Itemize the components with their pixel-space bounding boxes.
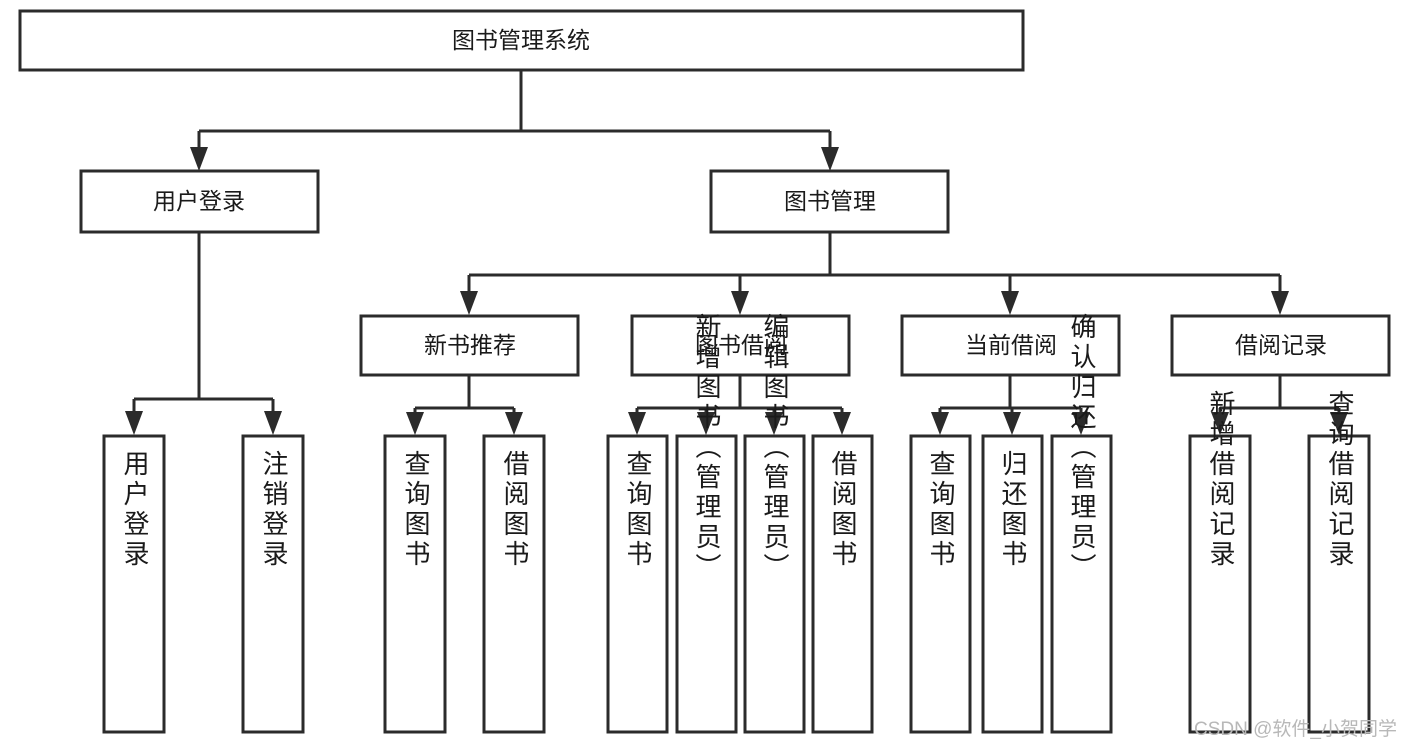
- node-borrow-record-box[interactable]: [1170, 314, 1391, 377]
- node-leaf-borrow-book-1-box[interactable]: [482, 434, 546, 734]
- arrow-head-leaf-query-book-2: [628, 412, 646, 435]
- connector-group-borrow-record: [1211, 375, 1348, 435]
- connector-group-book-borrow: [628, 375, 851, 435]
- node-leaf-borrow-book-2[interactable]: 借阅图书: [811, 434, 874, 734]
- connector-group-user-login: [125, 232, 282, 435]
- node-new-book-rec-box[interactable]: [359, 314, 580, 377]
- arrow-head-leaf-query-record: [1330, 412, 1348, 435]
- node-leaf-add-book-label: 新增图书（管理员）: [692, 313, 722, 583]
- node-leaf-logout[interactable]: 注销登录: [241, 434, 305, 734]
- node-leaf-query-book-3-label: 查询图书: [926, 450, 956, 570]
- node-user-login-box[interactable]: [79, 169, 320, 234]
- node-leaf-add-book-box[interactable]: [675, 434, 738, 734]
- node-book-borrow-box[interactable]: [630, 314, 851, 377]
- node-leaf-logout-box[interactable]: [241, 434, 305, 734]
- node-root[interactable]: 图书管理系统: [18, 9, 1025, 72]
- node-book-manage-label: 图书管理: [784, 188, 876, 214]
- arrow-head-leaf-add-record: [1211, 412, 1229, 435]
- arrow-head-leaf-borrow-book-1: [505, 412, 523, 435]
- node-leaf-add-record[interactable]: 新增借阅记录: [1188, 390, 1252, 734]
- node-borrow-record[interactable]: 借阅记录: [1170, 314, 1391, 377]
- node-leaf-edit-book[interactable]: 编辑图书（管理员）: [743, 313, 806, 734]
- node-new-book-rec[interactable]: 新书推荐: [359, 314, 580, 377]
- node-leaf-confirm-return-box[interactable]: [1050, 434, 1113, 734]
- connector-group-new-book-rec: [406, 375, 523, 435]
- node-leaf-query-book-1-label: 查询图书: [401, 450, 431, 570]
- node-root-label: 图书管理系统: [452, 27, 590, 53]
- arrow-head-leaf-return-book: [1003, 412, 1021, 435]
- node-leaf-add-record-label: 新增借阅记录: [1206, 390, 1236, 570]
- node-new-book-rec-label: 新书推荐: [424, 332, 516, 358]
- node-leaf-user-login-box[interactable]: [102, 434, 166, 734]
- node-book-borrow[interactable]: 图书借阅: [630, 314, 851, 377]
- node-book-borrow-label: 图书借阅: [695, 332, 787, 358]
- node-leaf-query-record[interactable]: 查询借阅记录: [1307, 390, 1371, 734]
- node-leaf-query-record-label: 查询借阅记录: [1325, 390, 1355, 570]
- arrow-head-borrow-record: [1271, 291, 1289, 315]
- arrow-head-leaf-query-book-1: [406, 412, 424, 435]
- node-user-login[interactable]: 用户登录: [79, 169, 320, 234]
- node-leaf-query-book-2-label: 查询图书: [623, 450, 653, 570]
- node-leaf-query-book-3-box[interactable]: [909, 434, 972, 734]
- node-current-borrow-label: 当前借阅: [965, 332, 1057, 358]
- arrow-head-leaf-edit-book: [765, 412, 783, 435]
- arrow-head-leaf-borrow-book-2: [833, 412, 851, 435]
- node-user-login-label: 用户登录: [153, 188, 245, 214]
- node-leaf-borrow-book-2-label: 借阅图书: [828, 450, 858, 570]
- node-leaf-borrow-book-2-box[interactable]: [811, 434, 874, 734]
- connector-group-current-borrow: [931, 375, 1090, 435]
- node-leaf-return-book-label: 归还图书: [998, 450, 1028, 570]
- node-leaf-borrow-book-1[interactable]: 借阅图书: [482, 434, 546, 734]
- node-root-box[interactable]: [18, 9, 1025, 72]
- node-current-borrow[interactable]: 当前借阅: [900, 314, 1121, 377]
- node-leaf-return-book-box[interactable]: [981, 434, 1044, 734]
- node-book-manage[interactable]: 图书管理: [709, 169, 950, 234]
- node-leaf-edit-book-box[interactable]: [743, 434, 806, 734]
- node-book-manage-box[interactable]: [709, 169, 950, 234]
- arrow-head-book-manage: [821, 147, 839, 171]
- node-leaf-borrow-book-1-label: 借阅图书: [500, 450, 530, 570]
- node-leaf-user-login-label: 用户登录: [120, 450, 150, 570]
- node-leaf-add-record-box[interactable]: [1188, 434, 1252, 734]
- node-leaf-query-book-1-box[interactable]: [383, 434, 447, 734]
- node-leaf-query-book-1[interactable]: 查询图书: [383, 434, 447, 734]
- node-leaf-user-login[interactable]: 用户登录: [102, 434, 166, 734]
- node-leaf-confirm-return-label: 确认归还（管理员）: [1067, 313, 1097, 583]
- arrow-head-leaf-user-login: [125, 411, 143, 435]
- node-leaf-confirm-return[interactable]: 确认归还（管理员）: [1050, 313, 1113, 734]
- node-leaf-edit-book-label: 编辑图书（管理员）: [760, 313, 790, 583]
- arrow-head-leaf-confirm-return: [1072, 412, 1090, 435]
- arrow-head-current-borrow: [1001, 291, 1019, 315]
- node-leaf-add-book[interactable]: 新增图书（管理员）: [675, 313, 738, 734]
- connector-group-book-manage: [460, 232, 1289, 315]
- node-leaf-return-book[interactable]: 归还图书: [981, 434, 1044, 734]
- node-current-borrow-box[interactable]: [900, 314, 1121, 377]
- arrow-head-new-book-rec: [460, 291, 478, 315]
- arrow-head-leaf-query-book-3: [931, 412, 949, 435]
- arrow-head-user-login: [190, 147, 208, 171]
- node-borrow-record-label: 借阅记录: [1235, 332, 1327, 358]
- arrow-head-book-borrow: [731, 291, 749, 315]
- node-leaf-logout-label: 注销登录: [259, 450, 289, 570]
- node-leaf-query-book-2-box[interactable]: [606, 434, 669, 734]
- node-leaf-query-record-box[interactable]: [1307, 434, 1371, 734]
- arrow-head-leaf-add-book: [697, 412, 715, 435]
- node-leaf-query-book-2[interactable]: 查询图书: [606, 434, 669, 734]
- arrow-head-leaf-logout: [264, 411, 282, 435]
- node-leaf-query-book-3[interactable]: 查询图书: [909, 434, 972, 734]
- connector-group-root: [190, 70, 839, 171]
